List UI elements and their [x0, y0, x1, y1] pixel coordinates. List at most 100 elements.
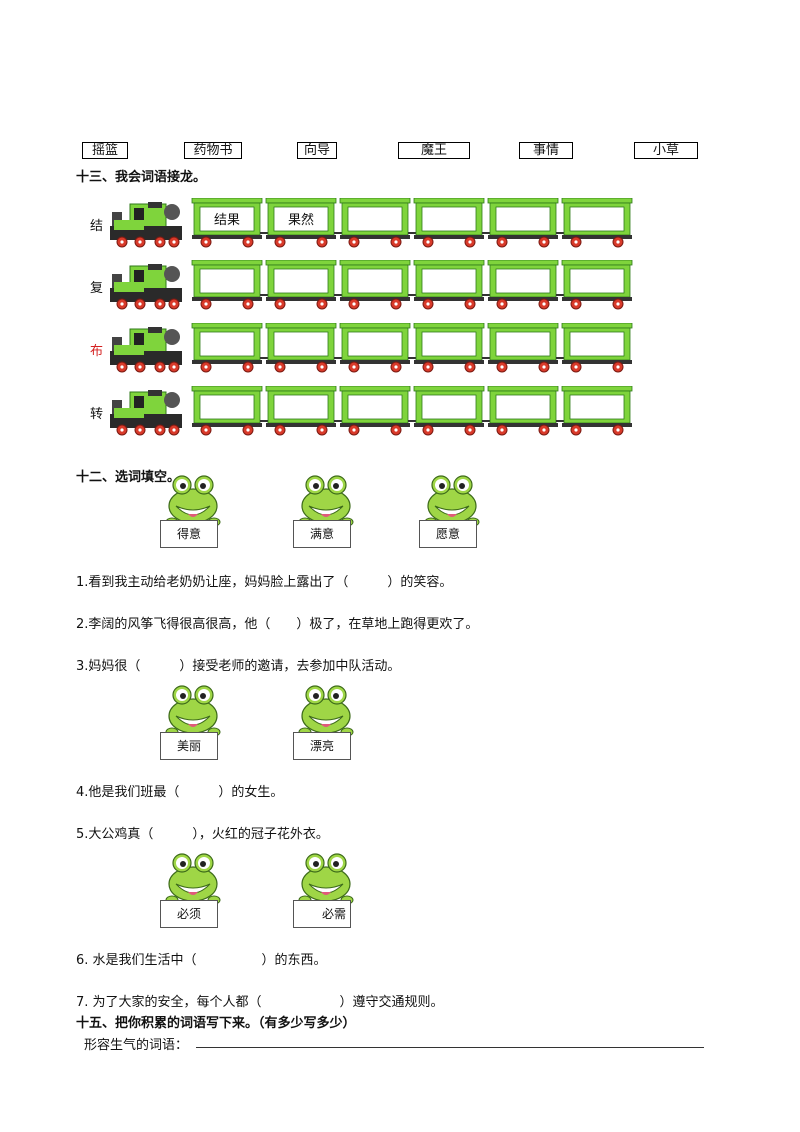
train-car-roof	[265, 198, 337, 204]
frog-card-1: 得意	[160, 470, 226, 552]
train-car-roof	[265, 260, 337, 266]
train-row-1: 结果 果然	[110, 198, 633, 248]
train-car-window	[273, 394, 329, 420]
sentence-4: 4.他是我们班最（ ）的女生。	[76, 785, 284, 800]
train-car-window	[199, 331, 255, 357]
frog-mouth	[308, 883, 344, 894]
frog-mouth	[175, 505, 211, 516]
sentence-2: 2.李阔的风筝飞得很高很高，他（ ）极了，在草地上跑得更欢了。	[76, 617, 479, 632]
train-row-label-4: 转	[90, 407, 104, 422]
train-car-window	[569, 394, 625, 420]
frog-card-word-text: 必需	[321, 907, 346, 921]
word-box-6: 小草	[634, 142, 698, 159]
locomotive-chimney	[112, 400, 122, 414]
frog-card-4: 美丽	[160, 680, 226, 762]
locomotive-chimney	[112, 337, 122, 351]
train-row-label-3: 布	[90, 344, 104, 359]
locomotive-chimney	[112, 212, 122, 226]
frog-card-word: 必需	[293, 900, 351, 928]
answer-line[interactable]	[196, 1047, 704, 1048]
frog-icon	[298, 685, 354, 737]
train-car-roof	[339, 386, 411, 392]
train-car-window	[199, 206, 255, 232]
train-car-window	[495, 331, 551, 357]
train-car-roof	[339, 323, 411, 329]
train-car-roof	[413, 323, 485, 329]
train-car-window	[347, 331, 403, 357]
train-car-roof	[561, 260, 633, 266]
frog-card-word: 必须	[160, 900, 218, 928]
word-box-4: 魔王	[398, 142, 470, 159]
sentence-1: 1.看到我主动给老奶奶让座，妈妈脸上露出了（ ）的笑容。	[76, 575, 453, 590]
train-car-roof	[487, 198, 559, 204]
frog-mouth	[434, 505, 470, 516]
train-car-window	[347, 394, 403, 420]
train-car-word: 结果	[214, 213, 240, 228]
train-car-window	[273, 331, 329, 357]
train-car-window	[569, 331, 625, 357]
train-row-label-2: 复	[90, 281, 104, 296]
train-car-window	[347, 206, 403, 232]
train-car-roof	[265, 386, 337, 392]
sentence-7: 7. 为了大家的安全，每个人都（ ）遵守交通规则。	[76, 995, 444, 1010]
section13-title: 十三、我会词语接龙。	[76, 170, 207, 185]
train-car-roof	[561, 323, 633, 329]
section15-title: 十五、把你积累的词语写下来。（有多少写多少）	[76, 1016, 356, 1031]
train-car-window	[495, 394, 551, 420]
train-car-roof	[413, 386, 485, 392]
sentence-3: 3.妈妈很（ ）接受老师的邀请，去参加中队活动。	[76, 659, 401, 674]
locomotive-chimney	[112, 274, 122, 288]
train-car-roof	[191, 260, 263, 266]
train-car-roof	[561, 386, 633, 392]
word-box-2: 药物书	[184, 142, 242, 159]
train-car-window	[347, 268, 403, 294]
train-car-window	[273, 206, 329, 232]
frog-card-word: 愿意	[419, 520, 477, 548]
frog-card-word: 漂亮	[293, 732, 351, 760]
train-car-window	[421, 331, 477, 357]
train-car-window	[273, 268, 329, 294]
frog-mouth	[308, 505, 344, 516]
train-car-window	[421, 394, 477, 420]
word-box-3: 向导	[297, 142, 337, 159]
train-car-roof	[265, 323, 337, 329]
frog-icon	[298, 853, 354, 905]
word-box-1: 摇篮	[82, 142, 128, 159]
train-car-window	[421, 268, 477, 294]
section12-title: 十二、选词填空。	[76, 470, 181, 485]
train-car-window	[569, 268, 625, 294]
train-car-roof	[413, 260, 485, 266]
frog-mouth	[175, 883, 211, 894]
frog-card-5: 漂亮	[293, 680, 359, 762]
frog-icon	[298, 475, 354, 527]
sentence-6: 6. 水是我们生活中（ ）的东西。	[76, 953, 327, 968]
train-row-2	[110, 260, 633, 310]
frog-icon	[165, 685, 221, 737]
train-car-roof	[339, 260, 411, 266]
train-car-word: 果然	[288, 212, 314, 228]
frog-card-word: 得意	[160, 520, 218, 548]
frog-mouth	[175, 715, 211, 726]
sentence-5: 5.大公鸡真（ ），火红的冠子花外衣。	[76, 827, 329, 842]
train-car-roof	[191, 386, 263, 392]
train-car-roof	[561, 198, 633, 204]
frog-card-word: 满意	[293, 520, 351, 548]
frog-mouth	[308, 715, 344, 726]
frog-card-word: 美丽	[160, 732, 218, 760]
train-car-roof	[339, 198, 411, 204]
train-row-label-1: 结	[90, 219, 104, 234]
train-car-roof	[191, 323, 263, 329]
train-car-window	[495, 268, 551, 294]
train-car-roof	[191, 198, 263, 204]
frog-card-3: 愿意	[419, 470, 485, 552]
word-box-5: 事情	[519, 142, 573, 159]
train-car-window	[495, 206, 551, 232]
train-car-roof	[487, 260, 559, 266]
frog-icon	[165, 475, 221, 527]
train-car-window	[199, 394, 255, 420]
train-car-window	[199, 268, 255, 294]
train-row-4	[110, 386, 633, 436]
frog-card-7: 必需	[293, 848, 359, 930]
section15-prompt: 形容生气的词语：	[84, 1038, 189, 1053]
frog-icon	[165, 853, 221, 905]
